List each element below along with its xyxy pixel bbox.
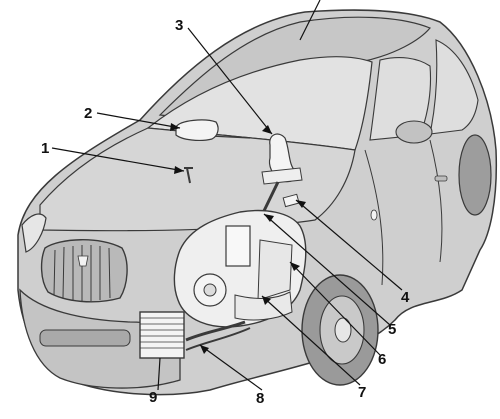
dipstick [184, 167, 193, 184]
cooler-pipe [185, 320, 246, 342]
callout-3: 3 [175, 17, 183, 34]
callout-9: 9 [149, 389, 157, 406]
leader-7 [261, 295, 361, 386]
oil-cooler [139, 311, 185, 359]
arrowhead-6 [290, 262, 300, 271]
side-indicator [370, 209, 378, 221]
callout-6: 6 [378, 351, 386, 368]
bumper-intake [39, 329, 131, 347]
rear-wheel [458, 134, 492, 216]
callout-7: 7 [358, 384, 366, 401]
leader-2 [96, 112, 181, 129]
engine-detail [257, 239, 293, 301]
arrowhead-2 [170, 123, 180, 131]
control-module [225, 225, 251, 267]
selector-cable [260, 181, 280, 216]
callout-8: 8 [256, 390, 264, 407]
leader-4 [295, 199, 403, 291]
leader-8 [199, 344, 263, 391]
door-line [364, 149, 384, 286]
leader-9 [157, 357, 161, 391]
engine-pulley-hub [203, 283, 217, 297]
grille-bars [53, 245, 111, 301]
callout-5: 5 [388, 321, 396, 338]
leader-1 [51, 147, 185, 172]
leader-5 [263, 213, 391, 326]
leader-3 [187, 27, 273, 135]
door-handle [434, 175, 448, 182]
cooler-pipe-2 [185, 327, 251, 351]
leader-6 [289, 261, 381, 356]
arrowhead-1 [174, 166, 184, 174]
callout-1: 1 [41, 140, 49, 157]
leader-arrowheads [170, 123, 306, 354]
door-mirror [395, 120, 433, 144]
washer-reservoir [175, 119, 219, 141]
gear-lever-boot [261, 167, 303, 185]
front-side-window [369, 57, 432, 141]
selector-bracket [282, 193, 300, 208]
arrowhead-5 [264, 214, 274, 222]
leader-lines [51, 27, 403, 391]
leader-top [299, 0, 321, 41]
rear-side-window [429, 39, 479, 135]
arrowhead-7 [262, 296, 271, 305]
arrowhead-4 [296, 200, 306, 208]
headlamp [21, 213, 47, 253]
arrowhead-8 [200, 345, 209, 354]
callout-4: 4 [401, 289, 410, 306]
door-line-rear [429, 139, 443, 263]
front-wheel-hub [334, 317, 352, 343]
transmission-case [234, 291, 293, 321]
callout-2: 2 [84, 105, 92, 122]
grille-badge [77, 255, 89, 267]
arrowhead-3 [262, 125, 272, 134]
